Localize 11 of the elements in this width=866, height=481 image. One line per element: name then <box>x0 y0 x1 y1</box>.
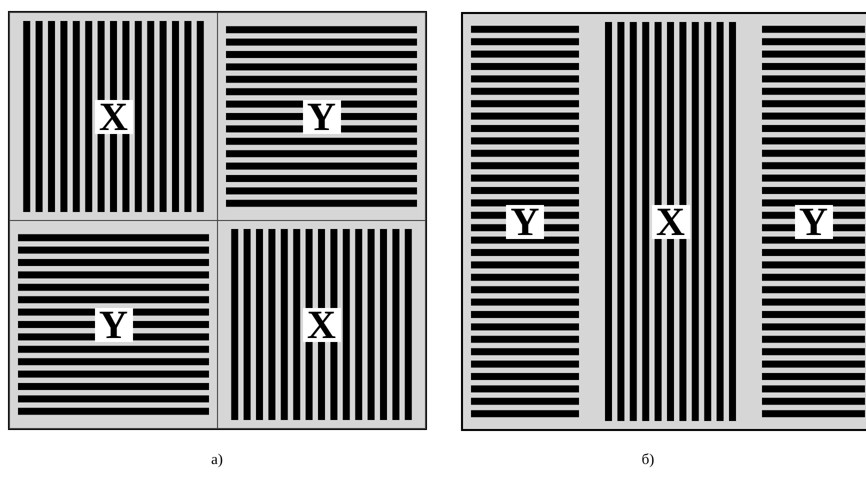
region-letter: X <box>94 100 132 134</box>
region-letter: Y <box>506 204 544 238</box>
region-letter: Y <box>302 100 340 134</box>
panel-caption: б) <box>642 452 654 469</box>
panel-caption: а) <box>211 452 223 469</box>
region-letter: Y <box>794 204 832 238</box>
region-letter: X <box>302 308 340 342</box>
region-letter: X <box>652 204 690 238</box>
region-letter: Y <box>94 308 132 342</box>
panel-frame <box>461 12 866 431</box>
panel-frame <box>8 11 427 430</box>
